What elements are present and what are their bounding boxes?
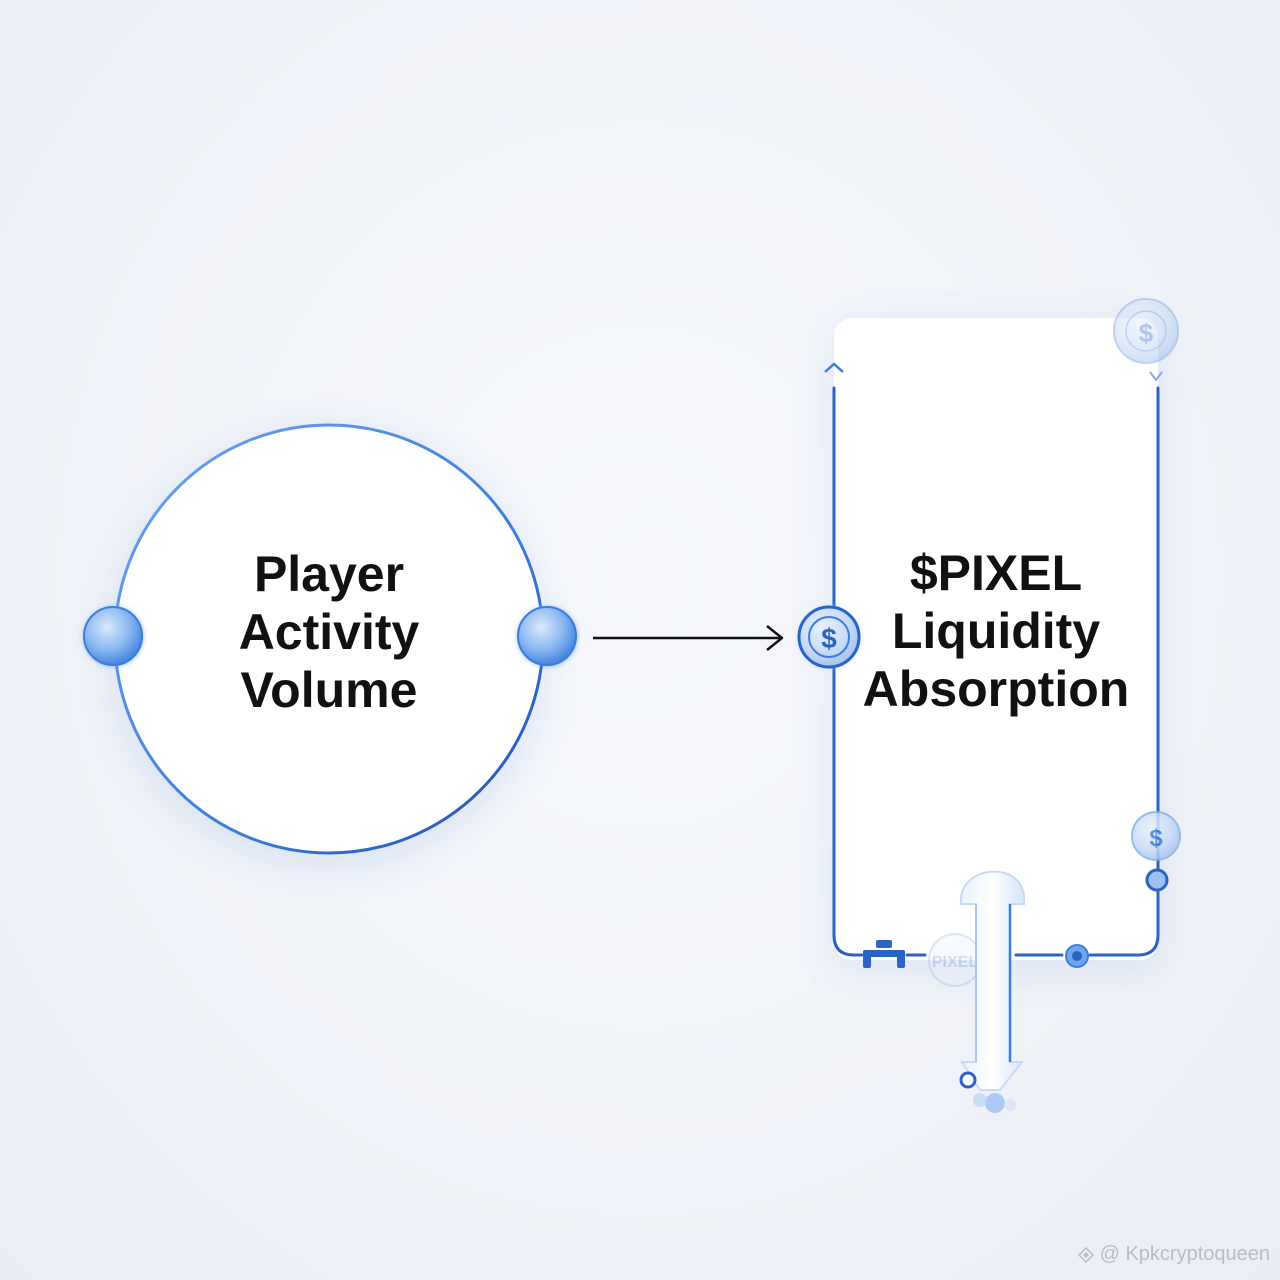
- target-node-outline: [832, 386, 1160, 957]
- pixel-stamp-text: PIXEL: [932, 954, 978, 971]
- watermark-text: @ Kpkcryptoqueen: [1099, 1243, 1270, 1265]
- chevron-up-icon: [824, 362, 844, 373]
- source-node-label: Player Activity Volume: [114, 545, 544, 719]
- source-label-line-2: Activity: [238, 604, 420, 660]
- node-dot-bottom: [1065, 944, 1089, 968]
- coin-symbol: $: [821, 623, 837, 654]
- target-label-line-1: $PIXEL: [909, 545, 1083, 601]
- pixel-coin-stamp: PIXEL: [928, 933, 982, 987]
- source-left-port: [83, 606, 143, 666]
- flow-arrow: [593, 625, 784, 651]
- faded-coin-icon-top: $: [1113, 298, 1179, 364]
- source-node-outline: [113, 423, 545, 855]
- source-label-line-3: Volume: [240, 662, 418, 718]
- target-label-line-2: Liquidity: [891, 603, 1101, 659]
- target-label-line-3: Absorption: [862, 661, 1130, 717]
- diamond-logo-icon: [1077, 1246, 1094, 1263]
- chevron-down-icon: [1149, 371, 1163, 382]
- node-dot-right: [1145, 868, 1169, 892]
- target-node-box: [834, 318, 1158, 960]
- dollar-coin-icon: $: [797, 605, 861, 669]
- gate-icon: [863, 940, 905, 968]
- coin-symbol-right: $: [1149, 825, 1163, 852]
- drain-pipe: [959, 870, 1025, 1113]
- watermark: @ Kpkcryptoqueen: [1077, 1243, 1270, 1266]
- coin-symbol-top: $: [1139, 318, 1154, 348]
- target-node-label: $PIXEL Liquidity Absorption: [834, 544, 1158, 718]
- faded-coin-icon-right: $: [1131, 811, 1181, 861]
- source-right-port: [517, 606, 577, 666]
- source-node-circle: [114, 424, 544, 854]
- source-label-line-1: Player: [253, 546, 405, 602]
